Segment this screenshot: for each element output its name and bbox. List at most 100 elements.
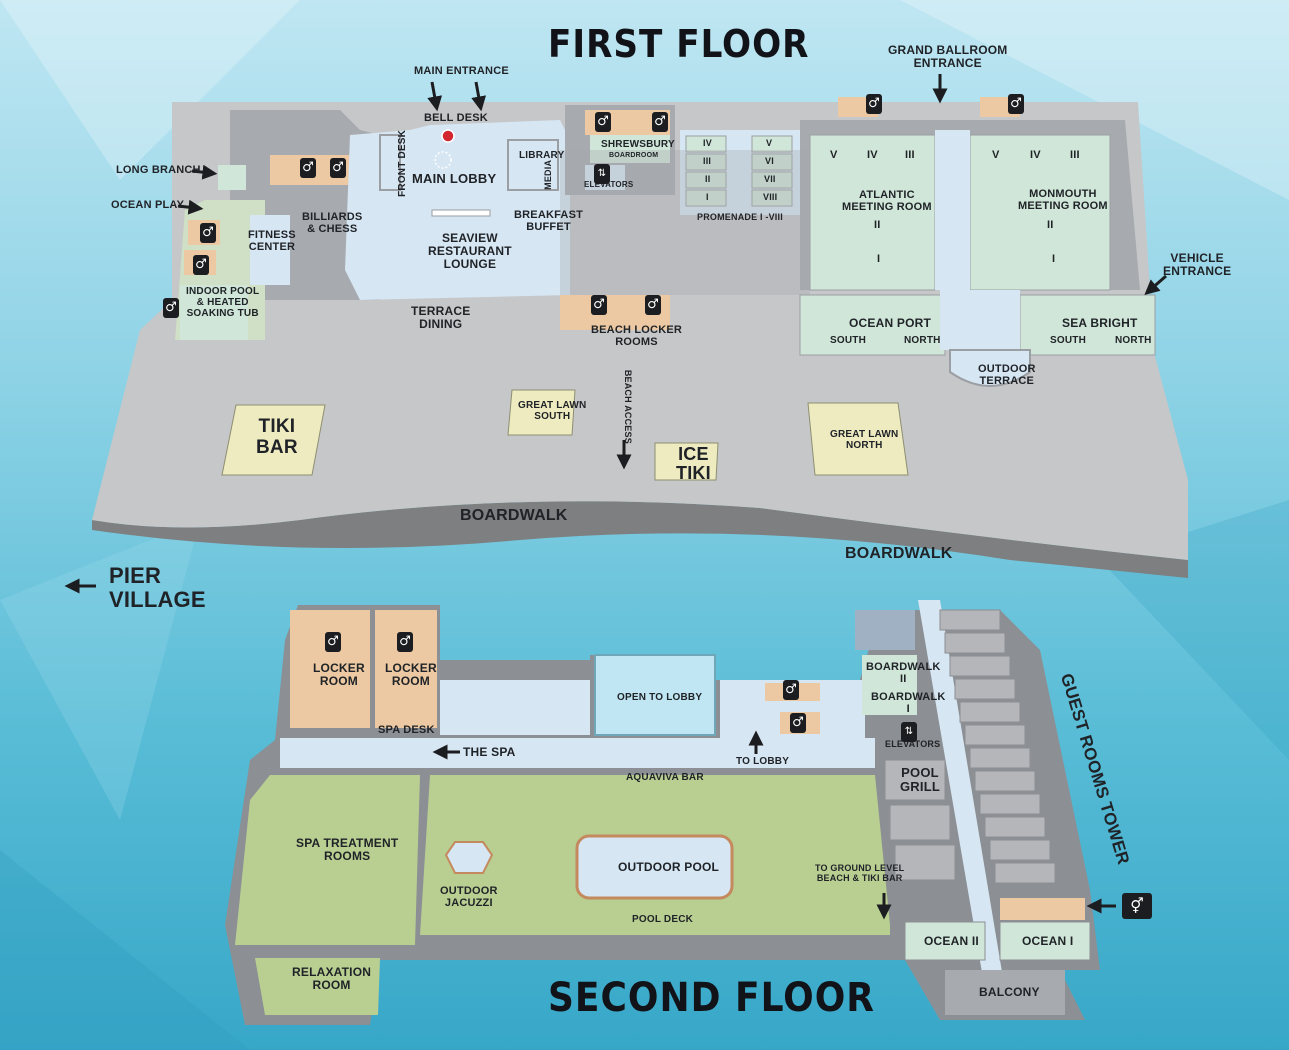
elevator-icon: ⇅ xyxy=(594,164,610,184)
main-entrance-arrow-left xyxy=(427,81,443,112)
vehicle-entrance-label: VEHICLE ENTRANCE xyxy=(1163,251,1232,278)
beach-access-label: BEACH ACCESS xyxy=(622,369,633,444)
boardwalk-ii-label: BOARDWALK II xyxy=(866,661,941,685)
monmouth-section-i: I xyxy=(1052,253,1056,265)
ocean-ii-label: OCEAN II xyxy=(924,934,979,948)
restroom-men-icon: ♂ xyxy=(595,112,611,132)
atlantic-label: ATLANTIC MEETING ROOM xyxy=(842,189,932,213)
promenade-room-vii: VII xyxy=(764,174,776,184)
bell-desk-label: BELL DESK xyxy=(424,112,488,124)
restroom-men-icon: ♂ xyxy=(866,94,882,114)
monmouth-section-iii: III xyxy=(1070,149,1080,161)
ocean-i-label: OCEAN I xyxy=(1022,934,1074,948)
restroom-icon: ⚥ xyxy=(1122,893,1152,919)
restroom-men-icon: ♂ xyxy=(325,632,341,652)
ocean-play-arrow xyxy=(177,199,204,215)
great-lawn-north-label: GREAT LAWN NORTH xyxy=(830,429,899,451)
shrewsbury-label: SHREWSBURY xyxy=(601,139,675,150)
front-desk-label: FRONT DESK xyxy=(397,129,409,197)
the-spa-label: THE SPA xyxy=(463,745,516,759)
ocean-port-north-label: NORTH xyxy=(904,335,941,346)
billiards-label: BILLIARDS & CHESS xyxy=(302,211,363,235)
restroom-men-icon: ♂ xyxy=(330,158,346,178)
seaview-label: SEAVIEW RESTAURANT LOUNGE xyxy=(428,231,512,271)
main-entrance-label: MAIN ENTRANCE xyxy=(414,65,509,77)
main-lobby-label: MAIN LOBBY xyxy=(412,171,497,186)
elevators-2f-label: ELEVATORS xyxy=(885,739,941,749)
vehicle-entrance-arrow xyxy=(1144,274,1167,295)
promenade-room-iv: IV xyxy=(703,138,712,148)
second-floor-building xyxy=(225,600,1100,1025)
direction-arrows xyxy=(64,74,1167,920)
indoor-pool-label: INDOOR POOL & HEATED SOAKING TUB xyxy=(186,286,260,319)
great-lawn-south-label: GREAT LAWN SOUTH xyxy=(518,400,587,422)
boardwalk-label-east: BOARDWALK xyxy=(845,545,953,562)
restroom-men-icon: ♂ xyxy=(300,158,316,178)
promenade-room-vi: VI xyxy=(765,156,774,166)
locker-room-left-label: LOCKER ROOM xyxy=(313,661,365,688)
restroom-men-icon: ♂ xyxy=(1008,94,1024,114)
elevator-icon: ⇅ xyxy=(901,722,917,742)
ice-tiki-label: ICE TIKI xyxy=(676,444,711,484)
pool-grill-label: POOL GRILL xyxy=(900,765,940,795)
tiki-bar-label: TIKI BAR xyxy=(256,416,298,458)
promenade-label: PROMENADE I -VIII xyxy=(697,212,783,222)
sea-bright-south-label: SOUTH xyxy=(1050,335,1086,346)
restroom-men-icon: ♂ xyxy=(652,112,668,132)
to-ground-label: TO GROUND LEVEL BEACH & TIKI BAR xyxy=(815,863,905,883)
atlantic-section-iv: IV xyxy=(867,149,878,161)
restroom-men-icon: ♂ xyxy=(645,295,661,315)
pool-deck-label: POOL DECK xyxy=(632,914,694,925)
first-floor-building xyxy=(175,97,1156,481)
grand-ballroom-entrance-label: GRAND BALLROOM ENTRANCE xyxy=(888,43,1008,70)
bell-desk-star-icon xyxy=(441,129,455,143)
pier-village-label: PIER VILLAGE xyxy=(109,563,206,612)
open-to-lobby-label: OPEN TO LOBBY xyxy=(617,692,703,703)
promenade-room-i: I xyxy=(706,192,709,202)
atlantic-section-iii: III xyxy=(905,149,915,161)
promenade-room-v: V xyxy=(766,138,773,148)
lobby-feature xyxy=(434,151,452,169)
monmouth-section-v: V xyxy=(992,149,1000,161)
breakfast-label: BREAKFAST BUFFET xyxy=(514,209,584,233)
aquaviva-bar-label: AQUAVIVA BAR xyxy=(626,772,704,783)
first-floor-title: FIRST FLOOR xyxy=(548,22,810,66)
spa-treatment-label: SPA TREATMENT ROOMS xyxy=(296,836,399,863)
balcony-label: BALCONY xyxy=(979,985,1040,999)
monmouth-label: MONMOUTH MEETING ROOM xyxy=(1018,188,1108,212)
outdoor-jacuzzi-label: OUTDOOR JACUZZI xyxy=(440,885,498,909)
outdoor-terrace-label: OUTDOOR TERRACE xyxy=(978,363,1036,387)
beach-locker-label: BEACH LOCKER ROOMS xyxy=(591,324,683,348)
fitness-label: FITNESS CENTER xyxy=(248,229,296,253)
library-label: LIBRARY xyxy=(519,150,565,161)
restroom-men-icon: ♂ xyxy=(163,298,179,318)
monmouth-section-iv: IV xyxy=(1030,149,1041,161)
restroom-men-icon: ♂ xyxy=(200,223,216,243)
promenade-room-viii: VIII xyxy=(763,192,778,202)
atlantic-section-i: I xyxy=(877,253,881,265)
restroom-men-icon: ♂ xyxy=(193,255,209,275)
main-entrance-arrow-right xyxy=(471,81,487,112)
second-floor-title: SECOND FLOOR xyxy=(548,975,875,1021)
restroom-men-icon: ♂ xyxy=(783,680,799,700)
long-branch-label: LONG BRANCH xyxy=(116,164,201,176)
restroom-men-icon: ♂ xyxy=(591,295,607,315)
outdoor-pool-label: OUTDOOR POOL xyxy=(618,860,720,874)
boardwalk-label-west: BOARDWALK xyxy=(460,507,568,524)
sea-bright-north-label: NORTH xyxy=(1115,335,1152,346)
long-branch-arrow xyxy=(191,164,218,180)
boardroom-label: BOARDROOM xyxy=(609,152,659,159)
sea-bright-label: SEA BRIGHT xyxy=(1062,316,1138,330)
ocean-port-label: OCEAN PORT xyxy=(849,316,932,330)
monmouth-section-ii: II xyxy=(1047,219,1054,231)
atlantic-section-v: V xyxy=(830,149,838,161)
atlantic-section-ii: II xyxy=(874,219,881,231)
ocean-play-label: OCEAN PLAY xyxy=(111,199,185,211)
media-label: MEDIA xyxy=(543,159,554,190)
relaxation-label: RELAXATION ROOM xyxy=(292,965,372,992)
spa-desk-label: SPA DESK xyxy=(378,724,435,736)
promenade-room-ii: II xyxy=(705,174,711,184)
restroom-men-icon: ♂ xyxy=(397,632,413,652)
